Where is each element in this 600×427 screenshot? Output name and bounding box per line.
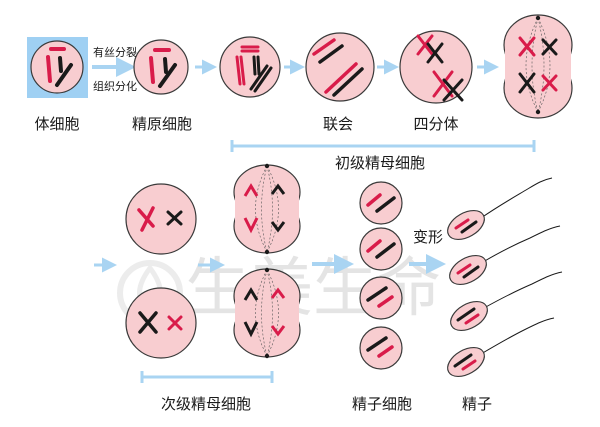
metaphase-i-cell	[503, 14, 573, 119]
spermatid-label: 精子细胞	[351, 395, 413, 413]
transform-label: 变形	[412, 228, 444, 246]
anaphase-ii-cell-lower	[233, 267, 301, 359]
primary-spermatocyte-label: 初级精母细胞	[334, 154, 426, 172]
spermatid-3	[359, 276, 403, 320]
secondary-cell-lower	[125, 287, 197, 359]
mitosis-label: 有丝分裂	[93, 46, 137, 59]
differentiation-label: 组织分化	[93, 80, 137, 93]
sperm-label: 精子	[461, 395, 493, 413]
sperm-4	[447, 317, 555, 378]
anaphase-ii-cell-upper	[233, 163, 301, 255]
primary-bracket	[230, 140, 536, 152]
sperm-1	[447, 177, 553, 241]
secondary-cell-upper	[125, 183, 197, 255]
synapsis-cell	[305, 32, 375, 102]
somatic-label: 体细胞	[34, 115, 80, 133]
spermatogonium-replicated-cell	[219, 36, 281, 98]
tetrad-label: 四分体	[413, 115, 459, 133]
spermatogonium-cell	[133, 39, 189, 95]
sperm-3	[450, 271, 563, 332]
spermatid-2	[359, 227, 403, 271]
sperm-2	[449, 225, 561, 286]
spermatid-1	[359, 181, 403, 225]
secondary-spermatocyte-label: 次级精母细胞	[160, 395, 252, 413]
synapsis-label: 联会	[322, 115, 354, 133]
tetrad-cell	[399, 30, 473, 104]
spermatid-4	[359, 326, 403, 370]
somatic-cell	[30, 40, 84, 94]
spermatogonium-label: 精原细胞	[131, 115, 193, 133]
secondary-bracket	[140, 371, 274, 383]
